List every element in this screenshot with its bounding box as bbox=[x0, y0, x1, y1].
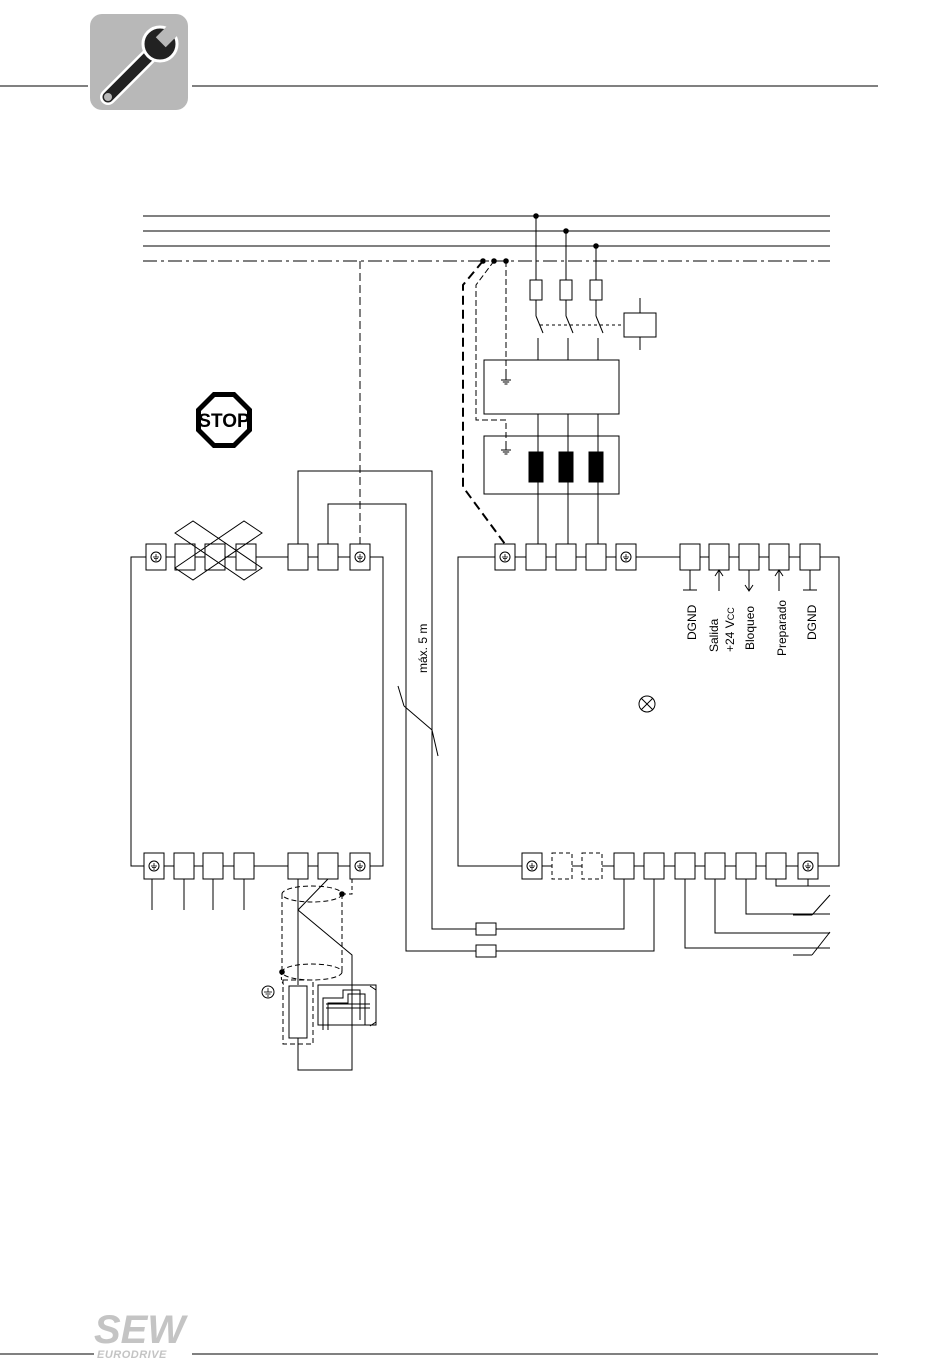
left-module bbox=[131, 521, 383, 910]
cable-length-label: máx. 5 m bbox=[416, 624, 430, 673]
label-24v-main: +24 V bbox=[723, 620, 737, 652]
logo-main-text: SEW bbox=[94, 1308, 188, 1352]
footer: SEW EURODRIVE bbox=[0, 1308, 878, 1360]
label-salida: Salida bbox=[707, 618, 721, 652]
thermal-switch bbox=[318, 985, 376, 1030]
label-dgnd-2: DGND bbox=[805, 604, 819, 640]
motor-connection bbox=[262, 879, 376, 1070]
fuses-contactor bbox=[530, 216, 656, 360]
status-led bbox=[639, 696, 655, 712]
stop-sign-text: STOP bbox=[198, 411, 250, 432]
label-24vcc: +24 VCC bbox=[723, 607, 737, 652]
label-dgnd-1: DGND bbox=[685, 604, 699, 640]
label-24v-sub: CC bbox=[726, 607, 736, 620]
label-bloqueo: Bloqueo bbox=[743, 606, 757, 650]
logo-sub-text: EURODRIVE bbox=[97, 1349, 167, 1360]
stop-sign: STOP bbox=[196, 392, 252, 448]
header bbox=[0, 14, 878, 110]
sew-eurodrive-logo: SEW EURODRIVE bbox=[94, 1308, 188, 1360]
mains-lines bbox=[143, 214, 830, 264]
label-preparado: Preparado bbox=[775, 600, 789, 656]
